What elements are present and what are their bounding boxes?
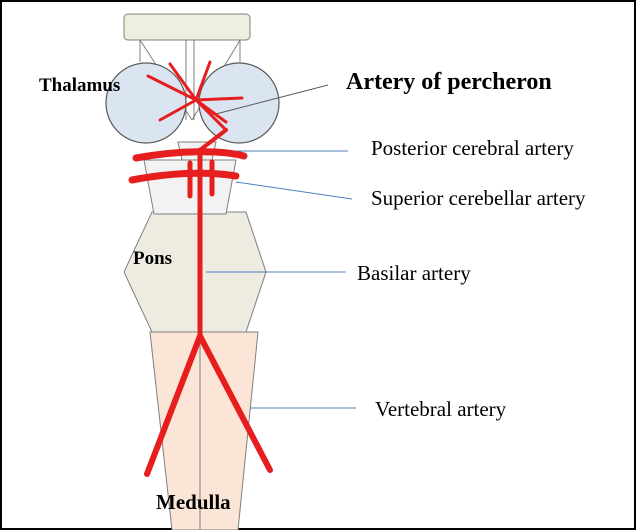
label-vertebral-artery: Vertebral artery [375,397,506,422]
percheron-branch-4 [196,98,242,100]
thalamus-right-shape [199,63,279,143]
label-posterior-cerebral-artery: Posterior cerebral artery [371,136,574,161]
label-thalamus: Thalamus [39,75,120,97]
top-block [124,14,250,40]
label-pons: Pons [133,248,172,270]
label-basilar-artery: Basilar artery [357,261,471,286]
label-artery-of-percheron: Artery of percheron [346,69,552,96]
label-superior-cerebellar-artery: Superior cerebellar artery [371,186,586,211]
label-medulla: Medulla [156,490,231,515]
